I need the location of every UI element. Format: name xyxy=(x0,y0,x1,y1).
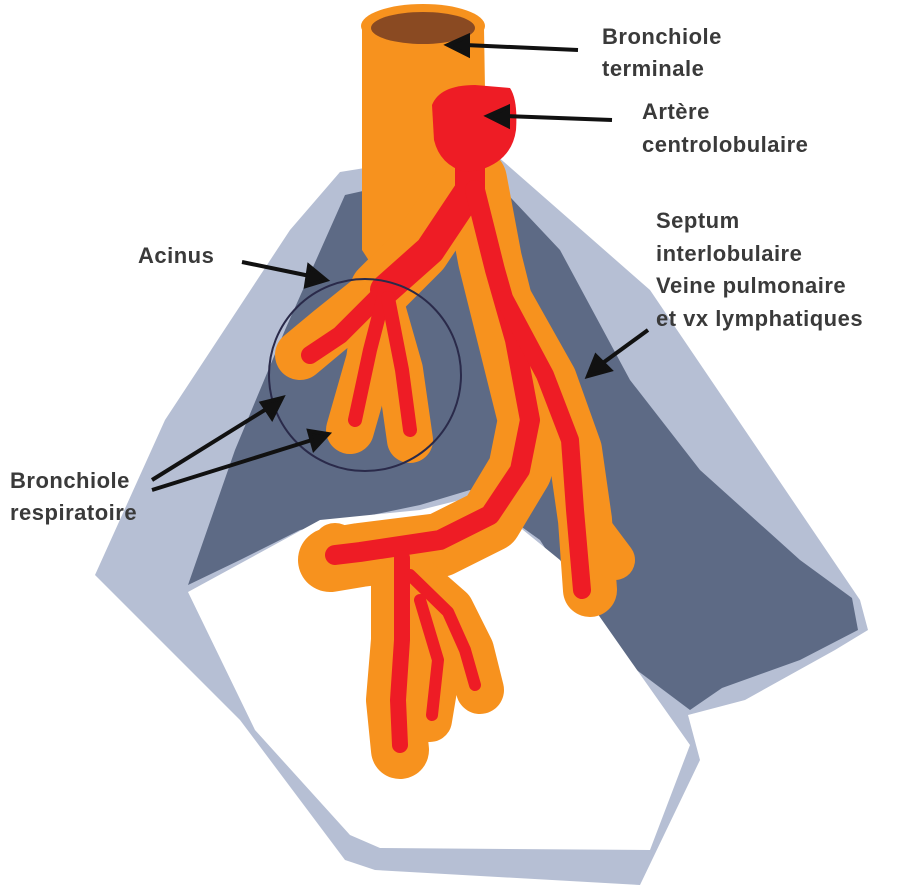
label-bronchiole-terminale: Bronchiole terminale xyxy=(602,24,729,81)
arrow-artere xyxy=(505,116,612,120)
label-acinus: Acinus xyxy=(138,243,214,268)
artere-head xyxy=(432,85,516,172)
label-bronchiole-respiratoire: Bronchiole respiratoire xyxy=(10,468,137,525)
label-septum: Septum interlobulaire Veine pulmonaire e… xyxy=(656,208,863,331)
label-artere-centrolobulaire: Artère centrolobulaire xyxy=(642,99,808,157)
